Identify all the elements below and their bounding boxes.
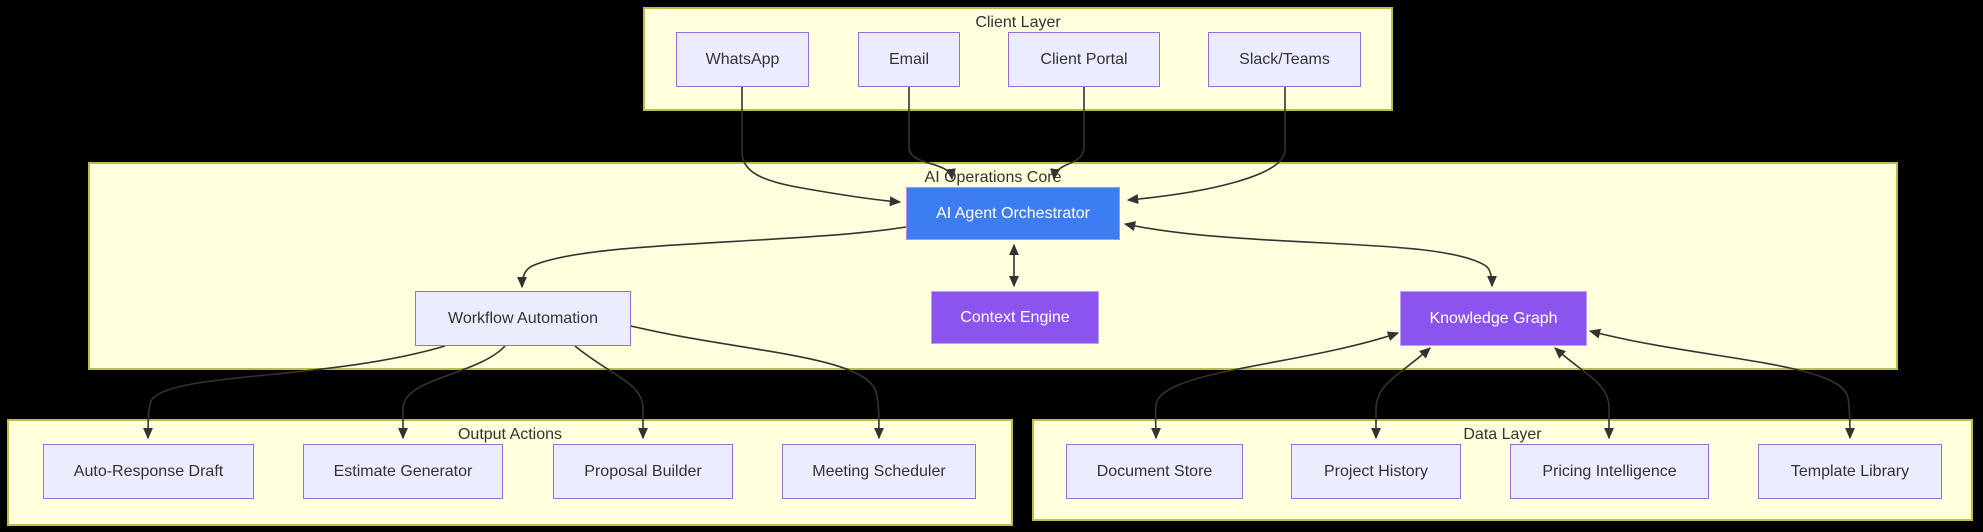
node-whatsapp: WhatsApp	[676, 32, 809, 87]
node-knowledge-graph-label: Knowledge Graph	[1429, 309, 1558, 327]
node-project-history: Project History	[1291, 444, 1461, 499]
group-output-actions-title: Output Actions	[457, 426, 563, 443]
node-estimate-generator: Estimate Generator	[303, 444, 503, 499]
node-knowledge-graph: Knowledge Graph	[1400, 291, 1587, 346]
node-slack-teams: Slack/Teams	[1208, 32, 1361, 87]
node-auto-response-draft: Auto-Response Draft	[43, 444, 254, 499]
node-meeting-scheduler: Meeting Scheduler	[782, 444, 976, 499]
node-estimate-generator-label: Estimate Generator	[333, 462, 473, 480]
node-auto-response-draft-label: Auto-Response Draft	[73, 462, 224, 480]
node-workflow-automation: Workflow Automation	[415, 291, 631, 346]
node-client-portal-label: Client Portal	[1040, 50, 1128, 68]
node-ai-agent-orchestrator-label: AI Agent Orchestrator	[936, 204, 1090, 222]
node-proposal-builder-label: Proposal Builder	[584, 462, 702, 480]
node-template-library-label: Template Library	[1790, 462, 1910, 480]
node-pricing-intelligence: Pricing Intelligence	[1510, 444, 1709, 499]
node-document-store: Document Store	[1066, 444, 1243, 499]
node-project-history-label: Project History	[1323, 462, 1429, 480]
node-ai-agent-orchestrator: AI Agent Orchestrator	[906, 187, 1120, 240]
node-workflow-automation-label: Workflow Automation	[448, 309, 598, 327]
node-email-label: Email	[888, 50, 929, 68]
group-client-layer-title: Client Layer	[975, 14, 1061, 31]
node-pricing-intelligence-label: Pricing Intelligence	[1542, 462, 1677, 480]
node-proposal-builder: Proposal Builder	[553, 444, 733, 499]
node-whatsapp-label: WhatsApp	[705, 50, 780, 68]
group-data-layer-title: Data Layer	[1463, 426, 1542, 443]
node-slack-teams-label: Slack/Teams	[1239, 50, 1330, 68]
node-context-engine: Context Engine	[931, 291, 1099, 344]
node-email: Email	[858, 32, 960, 87]
group-ai-operations-core-title: AI Operations Core	[924, 169, 1062, 186]
node-meeting-scheduler-label: Meeting Scheduler	[812, 462, 946, 480]
node-context-engine-label: Context Engine	[960, 308, 1070, 326]
node-template-library: Template Library	[1758, 444, 1942, 499]
node-client-portal: Client Portal	[1008, 32, 1160, 87]
node-document-store-label: Document Store	[1096, 462, 1213, 480]
